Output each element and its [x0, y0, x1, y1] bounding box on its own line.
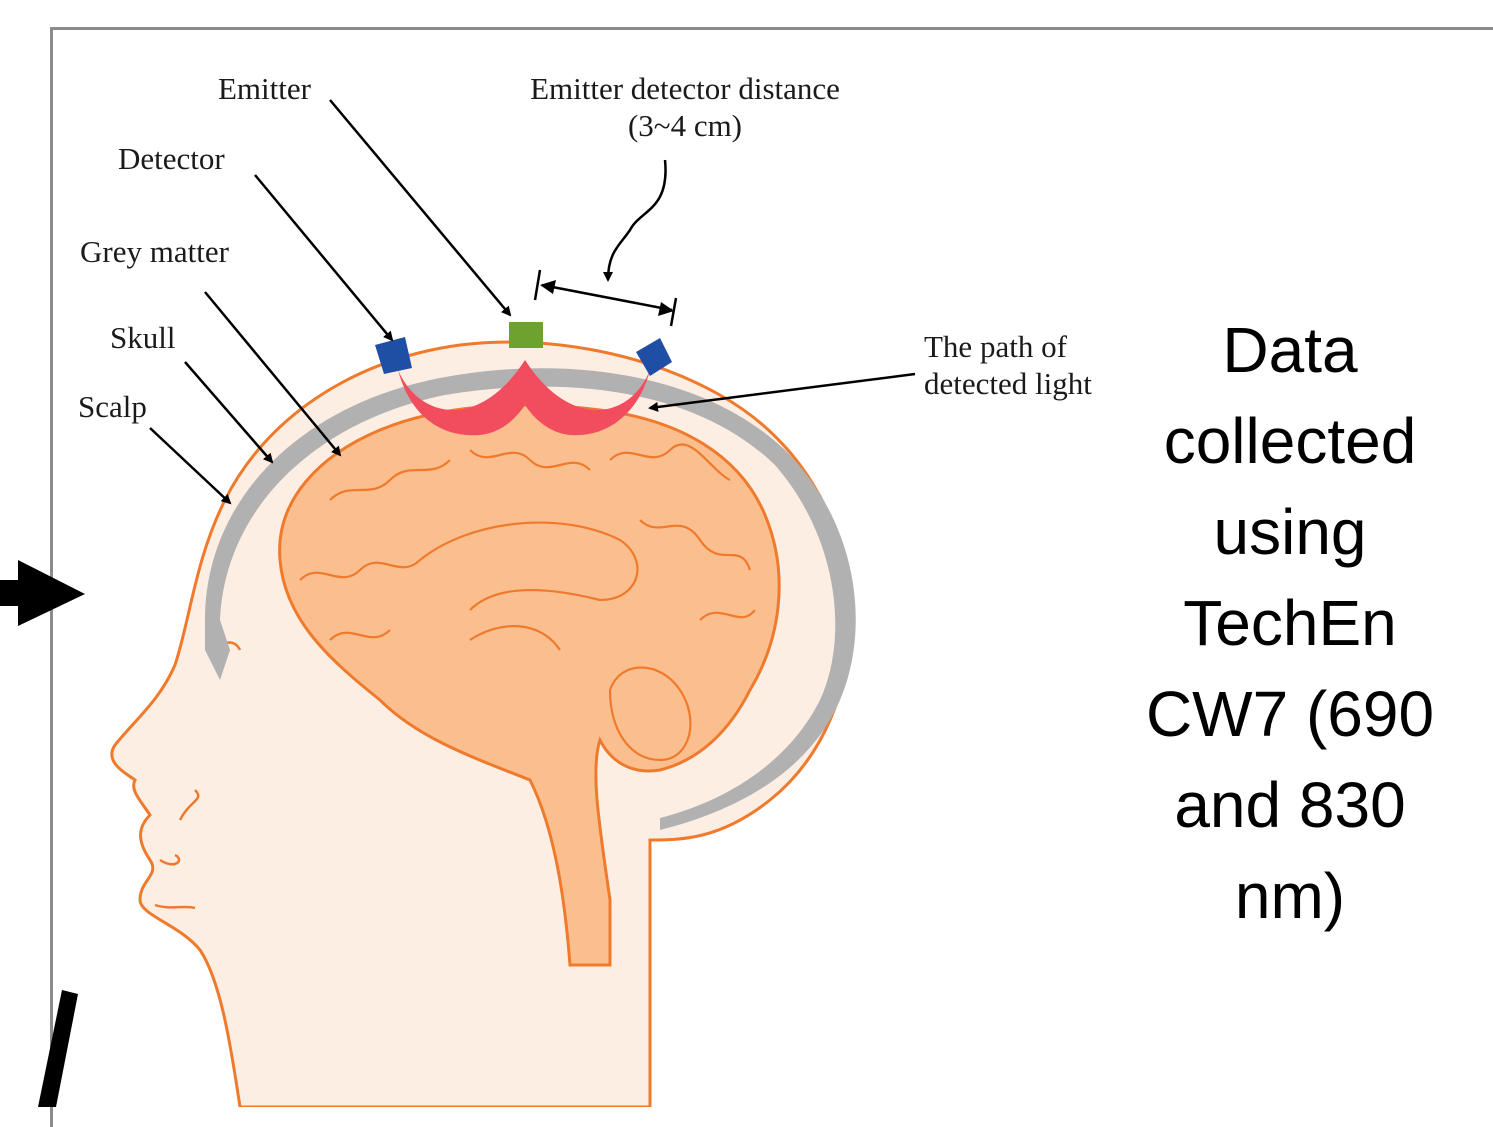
side-note-line: using [1110, 487, 1470, 578]
side-note-line: Data [1110, 305, 1470, 396]
label-distance-line2: (3~4 cm) [495, 107, 875, 144]
label-grey-matter: Grey matter [80, 233, 229, 270]
label-light-path: The path of detected light [924, 328, 1092, 402]
side-note: Data collected using TechEn CW7 (690 and… [1110, 305, 1470, 942]
side-note-line: TechEn [1110, 578, 1470, 669]
side-note-line: and 830 [1110, 760, 1470, 851]
label-skull: Skull [110, 319, 175, 356]
label-light-path-line1: The path of [924, 328, 1092, 365]
left-arrow-icon [0, 560, 85, 626]
label-emitter: Emitter [218, 70, 311, 107]
emitter [509, 322, 543, 348]
side-note-line: collected [1110, 396, 1470, 487]
label-detector: Detector [118, 140, 225, 177]
slash-mark-icon [38, 990, 78, 1107]
label-distance-line1: Emitter detector distance [495, 70, 875, 107]
label-distance: Emitter detector distance (3~4 cm) [495, 70, 875, 144]
side-note-line: CW7 (690 [1110, 669, 1470, 760]
side-note-line: nm) [1110, 851, 1470, 942]
label-scalp: Scalp [78, 388, 147, 425]
label-light-path-line2: detected light [924, 365, 1092, 402]
